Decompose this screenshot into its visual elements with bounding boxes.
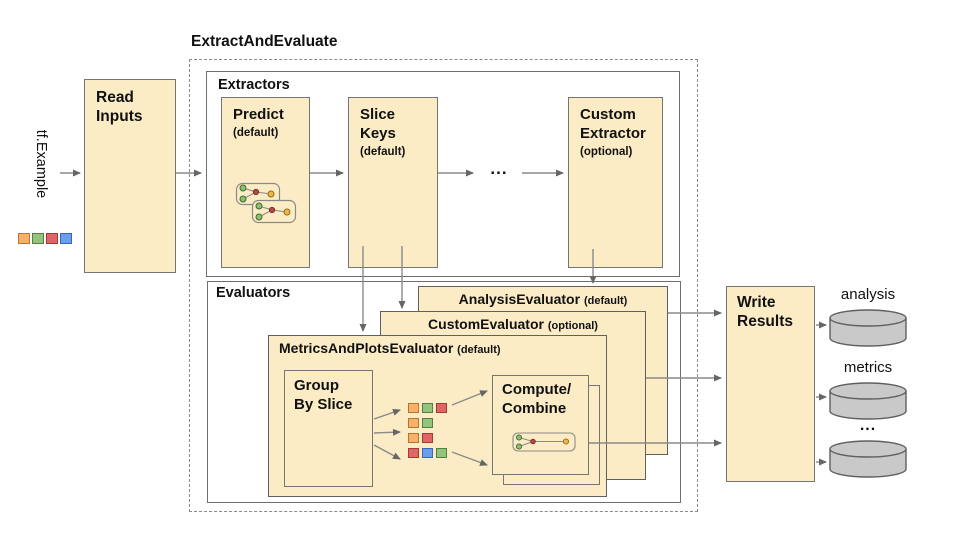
red-data-square: [408, 448, 419, 458]
outputs-ellipsis: ...: [859, 417, 877, 434]
tf-example-label: tf.Example: [33, 129, 49, 199]
metrics-evaluator-qualifier: (default): [457, 344, 501, 356]
slice-keys-label: Slice Keys: [360, 106, 396, 142]
metrics-evaluator-name: MetricsAndPlotsEvaluator: [279, 340, 454, 356]
group-by-slice-box: Group By Slice: [284, 370, 373, 487]
custom-evaluator-title: CustomEvaluator (optional): [381, 312, 645, 332]
analysis-evaluator-qualifier: (default): [583, 295, 628, 307]
group-by-slice-label: Group By Slice: [294, 377, 353, 413]
analysis-evaluator-name: AnalysisEvaluator: [458, 291, 581, 307]
analysis-database-icon: [829, 309, 907, 347]
metrics-database-icon: [829, 382, 907, 420]
pipeline-title: ExtractAndEvaluate: [191, 33, 338, 50]
read-inputs-label: Read Inputs: [96, 89, 143, 126]
slice-row-1: [408, 403, 447, 413]
orange-data-square: [18, 233, 30, 244]
write-results-label: Write Results: [737, 294, 793, 331]
custom-evaluator-name: CustomEvaluator: [428, 316, 544, 332]
evaluators-title: Evaluators: [216, 285, 291, 301]
read-inputs-box: Read Inputs: [84, 79, 176, 273]
slice-row-2: [408, 418, 433, 428]
slice-row-3: [408, 433, 433, 443]
red-data-square: [436, 403, 447, 413]
slice-row-4: [408, 448, 447, 458]
green-data-square: [436, 448, 447, 458]
slice-keys-extractor-box: Slice Keys (default): [348, 97, 438, 268]
predict-label: Predict: [233, 106, 284, 123]
metrics-store-label: metrics: [843, 359, 893, 376]
blue-data-square: [60, 233, 72, 244]
red-data-square: [46, 233, 58, 244]
extractors-ellipsis: ...: [490, 159, 508, 178]
green-data-square: [422, 403, 433, 413]
more-outputs-database-icon: [829, 440, 907, 478]
metrics-evaluator-title: MetricsAndPlotsEvaluator (default): [269, 336, 606, 356]
orange-data-square: [408, 418, 419, 428]
green-data-square: [32, 233, 44, 244]
combine-graph-icon: [512, 432, 576, 452]
red-data-square: [422, 433, 433, 443]
custom-extractor-box: Custom Extractor (optional): [568, 97, 663, 268]
predict-extractor-box: Predict (default): [221, 97, 310, 268]
custom-evaluator-qualifier: (optional): [547, 320, 598, 332]
orange-data-square: [408, 403, 419, 413]
custom-extractor-qualifier: (optional): [580, 145, 633, 158]
slice-keys-qualifier: (default): [360, 145, 406, 158]
model-graph-icon: [235, 182, 297, 224]
extractors-title: Extractors: [218, 77, 290, 93]
extract-and-evaluate-container: [189, 59, 698, 512]
compute-combine-box: Compute/ Combine: [492, 375, 589, 475]
analysis-store-label: analysis: [840, 286, 896, 303]
green-data-square: [422, 418, 433, 428]
predict-qualifier: (default): [233, 126, 279, 139]
analysis-evaluator-title: AnalysisEvaluator (default): [419, 287, 667, 307]
compute-combine-label: Compute/ Combine: [502, 381, 572, 417]
input-example-squares: [18, 233, 72, 244]
orange-data-square: [408, 433, 419, 443]
write-results-box: Write Results: [726, 286, 815, 482]
custom-extractor-label: Custom Extractor: [580, 106, 646, 142]
blue-data-square: [422, 448, 433, 458]
